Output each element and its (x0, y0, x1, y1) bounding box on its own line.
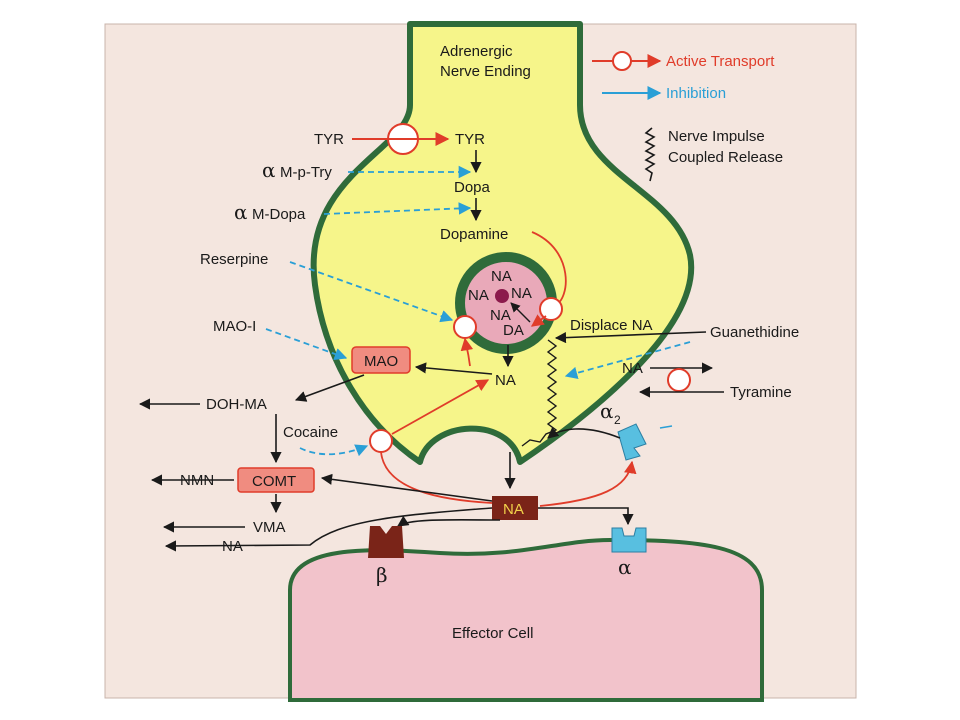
synaptic-na-label: NA (503, 501, 524, 518)
vesicle-da: DA (503, 322, 524, 339)
legend-impulse-line2: Coupled Release (668, 149, 783, 166)
tyr-inside-label: TYR (455, 131, 485, 148)
vesicle-na-transporter (453, 315, 477, 339)
reuptake-transporter (369, 429, 393, 453)
na-out-right-label: NA (622, 360, 643, 377)
alpha2-symbol: α (600, 399, 614, 423)
na-out-left-label: NA (222, 538, 243, 555)
beta-symbol: β (376, 563, 388, 587)
active-transport-icon (612, 51, 632, 71)
comt-label: COMT (252, 473, 296, 490)
tyr-outside-label: TYR (314, 131, 344, 148)
legend-inhibition: Inhibition (602, 85, 726, 102)
dopa-label: Dopa (454, 179, 491, 196)
synaptic-na-box (492, 496, 538, 520)
amp-try-label: M-p-Try (280, 164, 332, 181)
vesicle-center-dot (495, 289, 509, 303)
alpha2-receptor (617, 423, 647, 461)
effector-cell (288, 537, 764, 702)
legend-impulse-line1: Nerve Impulse (668, 128, 765, 145)
alpha2-subscript: 2 (614, 413, 621, 427)
vesicle-na-top: NA (491, 268, 512, 285)
amp-try-symbol: α (262, 158, 276, 182)
nerve-ending-title-line2: Nerve Ending (440, 63, 531, 80)
mao-label: MAO (364, 353, 398, 370)
nmn-label: NMN (180, 472, 214, 489)
legend-inhibition-label: Inhibition (666, 85, 726, 102)
nerve-ending-title-line1: Adrenergic (440, 43, 513, 60)
reserpine-label: Reserpine (200, 251, 268, 268)
tyramine-label: Tyramine (730, 384, 792, 401)
amd-label: M-Dopa (252, 206, 306, 223)
vesicle-na-right: NA (511, 285, 532, 302)
legend-nerve-impulse: Nerve Impulse Coupled Release (644, 127, 783, 182)
vma-label: VMA (253, 519, 286, 536)
vesicle-na-left: NA (468, 287, 489, 304)
displace-na-label: Displace NA (570, 317, 653, 334)
amd-symbol: α (234, 200, 248, 224)
dopamine-label: Dopamine (440, 226, 508, 243)
vesicle-da-transporter (539, 297, 563, 321)
nerve-impulse-squiggle-icon (644, 127, 656, 182)
legend-active-transport: Active Transport (592, 51, 775, 71)
tyramine-transporter (667, 368, 691, 392)
mao-enzyme-box (351, 346, 411, 374)
alpha-receptor (611, 527, 647, 553)
cocaine-label: Cocaine (283, 424, 338, 441)
vesicle-na-bottom: NA (490, 307, 511, 324)
effector-cell-label: Effector Cell (452, 625, 533, 642)
legend-active-transport-label: Active Transport (666, 53, 775, 70)
comt-enzyme-box (237, 467, 315, 493)
beta-receptor (368, 526, 404, 558)
mao-i-label: MAO-I (213, 318, 256, 335)
alpha-symbol: α (618, 555, 632, 579)
cytoplasmic-na-label: NA (495, 372, 516, 389)
guanethidine-label: Guanethidine (710, 324, 799, 341)
doh-ma-label: DOH-MA (206, 396, 267, 413)
